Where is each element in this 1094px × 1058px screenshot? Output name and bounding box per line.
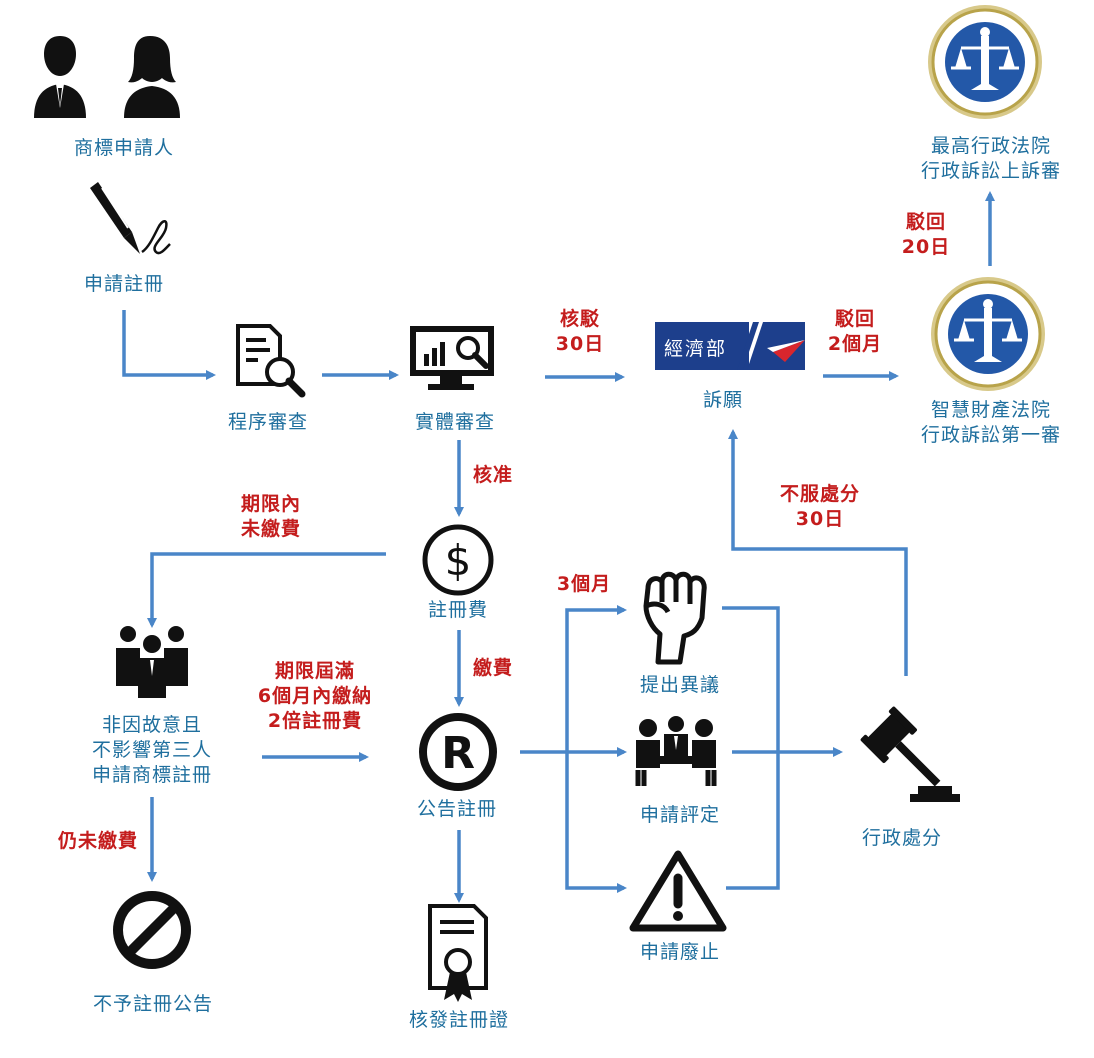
people-icon	[34, 36, 180, 118]
court-seal-icon	[928, 5, 1042, 119]
arrow-branch-to-opposition	[565, 605, 627, 752]
opposition-label: 提出異議	[639, 674, 721, 696]
fist-icon	[643, 571, 707, 665]
edge-expired-pay-double-label: 期限屆滿 6個月內繳納 2倍註冊費	[257, 660, 373, 732]
arrow-decision-to-petition	[728, 429, 908, 676]
svg-text:R: R	[441, 728, 475, 779]
registered-icon: R	[419, 713, 497, 791]
edge-paid-label: 繳費	[472, 657, 514, 679]
arrow-branch-to-revocation	[565, 752, 627, 893]
monitor-search-icon	[410, 326, 494, 390]
edge-approved-label: 核准	[472, 464, 514, 486]
petition-label: 訴願	[702, 389, 744, 411]
gavel-icon	[860, 706, 960, 802]
meeting-icon	[635, 716, 717, 786]
admin-decision-label: 行政處分	[861, 827, 943, 849]
document-search-icon	[236, 324, 306, 398]
dollar-icon: $	[422, 524, 494, 596]
svg-text:$: $	[445, 536, 472, 585]
edge-reject-20-label: 駁回 20日	[901, 211, 951, 258]
invalidation-label: 申請評定	[639, 804, 721, 826]
apply-label: 申請註冊	[83, 273, 165, 295]
publication-label: 公告註冊	[416, 798, 498, 820]
certificate-label: 核發註冊證	[408, 1009, 510, 1031]
pen-icon	[90, 182, 171, 255]
supreme-court-label: 最高行政法院 行政訴訟上訴審	[920, 135, 1062, 182]
arrow-opposition-line	[722, 606, 780, 890]
revocation-label: 申請廢止	[639, 941, 721, 963]
no-publication-label: 不予註冊公告	[92, 993, 214, 1015]
edge-reject-2m-label: 駁回 2個月	[827, 308, 883, 355]
fee-label: 註冊費	[427, 599, 489, 621]
edge-reject-30-label: 核駁 30日	[555, 308, 605, 355]
edge-unpaid-in-time-label: 期限內 未繳費	[240, 493, 302, 540]
certificate-icon	[428, 904, 488, 1002]
moea-logo-text: 經濟部	[664, 338, 728, 360]
edge-still-unpaid-label: 仍未繳費	[57, 830, 139, 852]
group-icon	[116, 626, 188, 698]
ip-court-label: 智慧財產法院 行政訴訟第一審	[920, 399, 1062, 446]
substantive-exam-label: 實體審查	[414, 411, 496, 433]
unintentional-label: 非因故意且 不影響第三人 申請商標註冊	[91, 714, 213, 786]
prohibited-icon	[113, 891, 191, 969]
edge-three-months-label: 3個月	[556, 573, 612, 595]
court-seal-icon	[931, 277, 1045, 391]
edge-disagree-30-label: 不服處分 30日	[779, 483, 861, 530]
formal-exam-label: 程序審查	[227, 411, 309, 433]
arrow-apply-to-formal	[122, 310, 216, 380]
applicant-label: 商標申請人	[73, 137, 175, 159]
arrow-fee-to-unintentional	[147, 552, 386, 628]
warning-icon	[629, 850, 727, 932]
moea-logo	[655, 322, 805, 370]
